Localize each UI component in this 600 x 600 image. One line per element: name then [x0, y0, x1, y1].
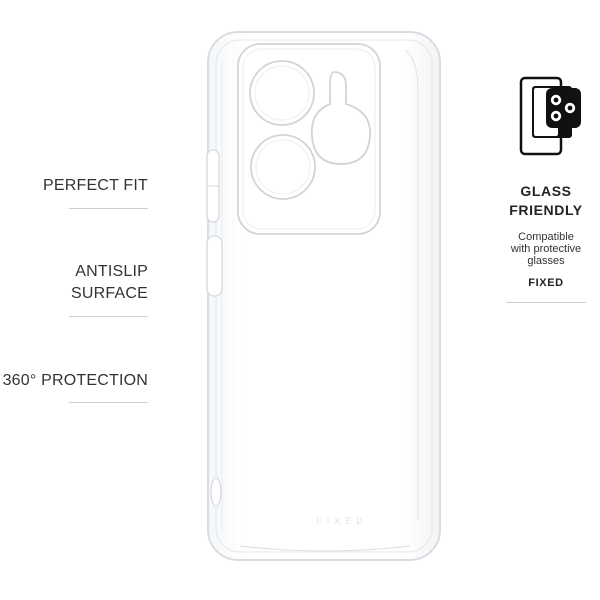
feature-label: 360° PROTECTION — [2, 372, 148, 389]
badge-divider — [506, 302, 586, 303]
glass-sub-line-3: glasses — [527, 255, 565, 267]
glass-sub-line-2: with protective — [510, 243, 582, 255]
feature-divider — [69, 208, 148, 209]
feature-label: PERFECT FIT — [42, 177, 148, 194]
feature-label-line-1: ANTISLIP — [75, 263, 148, 280]
glass-title-line-1: GLASS — [520, 183, 572, 199]
tempered-glass-phone-icon — [519, 76, 581, 156]
feature-antislip-surface: ANTISLIP SURFACE — [71, 261, 148, 305]
feature-label-line-2: SURFACE — [71, 285, 148, 302]
feature-360-protection: 360° PROTECTION — [3, 370, 148, 392]
glass-title-line-2: FRIENDLY — [509, 202, 583, 218]
brand-label: FIXED — [528, 277, 564, 289]
feature-perfect-fit: PERFECT FIT — [43, 175, 148, 197]
case-watermark: FIXED — [316, 516, 368, 526]
glass-friendly-title: GLASS FRIENDLY — [496, 182, 596, 220]
feature-divider — [69, 402, 148, 403]
glass-sub-line-1: Compatible — [518, 231, 574, 243]
glass-friendly-subtitle: Compatible with protective glasses — [496, 231, 596, 267]
feature-divider — [69, 316, 148, 317]
